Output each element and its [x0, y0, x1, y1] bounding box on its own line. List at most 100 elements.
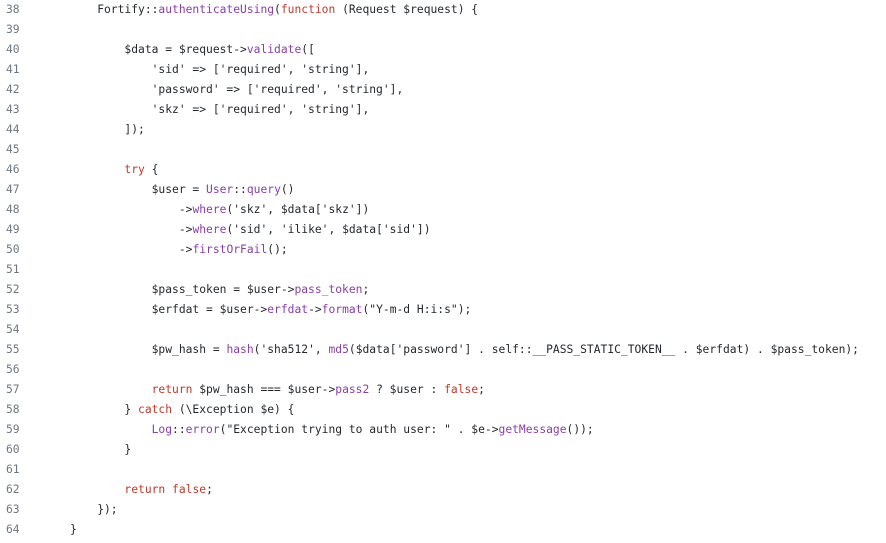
code-token: ;	[478, 383, 485, 396]
code-token: ("Y-m-d H:i:s");	[362, 303, 472, 316]
code-line: 63 });	[0, 500, 886, 520]
code-token: ? $user :	[369, 383, 445, 396]
code-token: return	[151, 383, 193, 396]
code-token: ([	[301, 43, 315, 56]
code-token: (Request $request) {	[335, 3, 479, 16]
code-token: {	[144, 163, 159, 176]
code-line: 58 } catch (\Exception $e) {	[0, 400, 886, 420]
line-number: 61	[6, 463, 20, 476]
code-token: where	[192, 223, 227, 236]
code-token: (\Exception $e) {	[172, 403, 295, 416]
code-line: 45	[0, 140, 886, 160]
code-text: 'sid' => ['required', 'string'],	[70, 60, 370, 80]
code-text: 'password' => ['required', 'string'],	[70, 80, 404, 100]
code-text: return false;	[70, 480, 213, 500]
code-token	[70, 383, 152, 396]
code-token: ();	[267, 243, 288, 256]
code-token: ]);	[70, 123, 145, 136]
code-token: }	[70, 403, 139, 416]
code-token: Fortify::	[70, 3, 159, 16]
code-token: ;	[362, 283, 370, 296]
code-token: 'skz' => ['required', 'string'],	[70, 103, 370, 116]
code-token: return	[124, 483, 166, 496]
code-token: md5	[328, 343, 349, 356]
line-number: 56	[6, 363, 20, 376]
line-number: 53	[6, 303, 20, 316]
code-token: catch	[138, 403, 173, 416]
code-line: 39	[0, 20, 886, 40]
code-token: $pw_hash === $user->	[192, 383, 336, 396]
line-number: 50	[6, 243, 20, 256]
code-token: ->	[70, 243, 193, 256]
code-text: ->where('skz', $data['skz'])	[70, 200, 369, 220]
code-token: $user =	[70, 183, 207, 196]
code-text: Log::error("Exception trying to auth use…	[70, 420, 594, 440]
code-token: format	[321, 303, 363, 316]
code-token: query	[246, 183, 281, 196]
code-token: function	[280, 3, 336, 16]
code-token: hash	[226, 343, 254, 356]
code-token: (	[274, 3, 281, 16]
code-text: ->firstOrFail();	[70, 240, 288, 260]
code-line: 55 $pw_hash = hash('sha512', md5($data['…	[0, 340, 886, 360]
code-text: try {	[70, 160, 158, 180]
line-number: 57	[6, 383, 20, 396]
code-line: 53 $erfdat = $user->erfdat->format("Y-m-…	[0, 300, 886, 320]
code-token	[70, 163, 124, 176]
code-token: pass_token	[294, 283, 363, 296]
code-line: 64}	[0, 520, 886, 540]
code-token: authenticateUsing	[158, 3, 275, 16]
code-text: $pass_token = $user->pass_token;	[70, 280, 370, 300]
code-token: validate	[246, 43, 302, 56]
line-number: 60	[6, 443, 20, 456]
line-number: 45	[6, 143, 20, 156]
code-token: }	[70, 523, 77, 536]
code-text: $user = User::query()	[70, 180, 295, 200]
line-number: 47	[6, 183, 20, 196]
code-line: 59 Log::error("Exception trying to auth …	[0, 420, 886, 440]
code-line: 56	[0, 360, 886, 380]
line-number: 52	[6, 283, 20, 296]
line-number: 41	[6, 63, 20, 76]
code-token: getMessage	[498, 423, 567, 436]
code-token: ('sid', 'ilike', $data['sid'])	[226, 223, 431, 236]
code-token: erfdat	[267, 303, 309, 316]
code-token: try	[124, 163, 145, 176]
code-line: 51	[0, 260, 886, 280]
code-text: } catch (\Exception $e) {	[70, 400, 294, 420]
code-token: $erfdat = $user->	[70, 303, 268, 316]
code-line: 62 return false;	[0, 480, 886, 500]
code-line: 48 ->where('skz', $data['skz'])	[0, 200, 886, 220]
line-number: 43	[6, 103, 20, 116]
code-token: $pass_token = $user->	[70, 283, 295, 296]
code-token: ;	[206, 483, 213, 496]
code-token: ()	[280, 183, 295, 196]
code-line: 42 'password' => ['required', 'string'],	[0, 80, 886, 100]
code-line: 38 Fortify::authenticateUsing(function (…	[0, 0, 886, 20]
code-text: $pw_hash = hash('sha512', md5($data['pas…	[70, 340, 859, 360]
line-number: 40	[6, 43, 20, 56]
code-line: 47 $user = User::query()	[0, 180, 886, 200]
code-text: $data = $request->validate([	[70, 40, 315, 60]
line-number: 55	[6, 343, 20, 356]
code-text: }	[70, 520, 77, 540]
code-token: ('skz', $data['skz'])	[226, 203, 370, 216]
code-line: 46 try {	[0, 160, 886, 180]
line-number: 51	[6, 263, 20, 276]
code-token: 'sid' => ['required', 'string'],	[70, 63, 370, 76]
line-number: 46	[6, 163, 20, 176]
line-number: 64	[6, 523, 20, 536]
code-text: }	[70, 440, 131, 460]
code-token: $data = $request->	[70, 43, 247, 56]
line-number: 49	[6, 223, 20, 236]
code-line: 49 ->where('sid', 'ilike', $data['sid'])	[0, 220, 886, 240]
code-text: });	[70, 500, 117, 520]
code-token: $pw_hash =	[70, 343, 227, 356]
code-token: ->	[70, 203, 193, 216]
code-text: ->where('sid', 'ilike', $data['sid'])	[70, 220, 431, 240]
code-line: 54	[0, 320, 886, 340]
code-token: pass2	[335, 383, 370, 396]
code-token: error	[185, 423, 220, 436]
line-number: 63	[6, 503, 20, 516]
